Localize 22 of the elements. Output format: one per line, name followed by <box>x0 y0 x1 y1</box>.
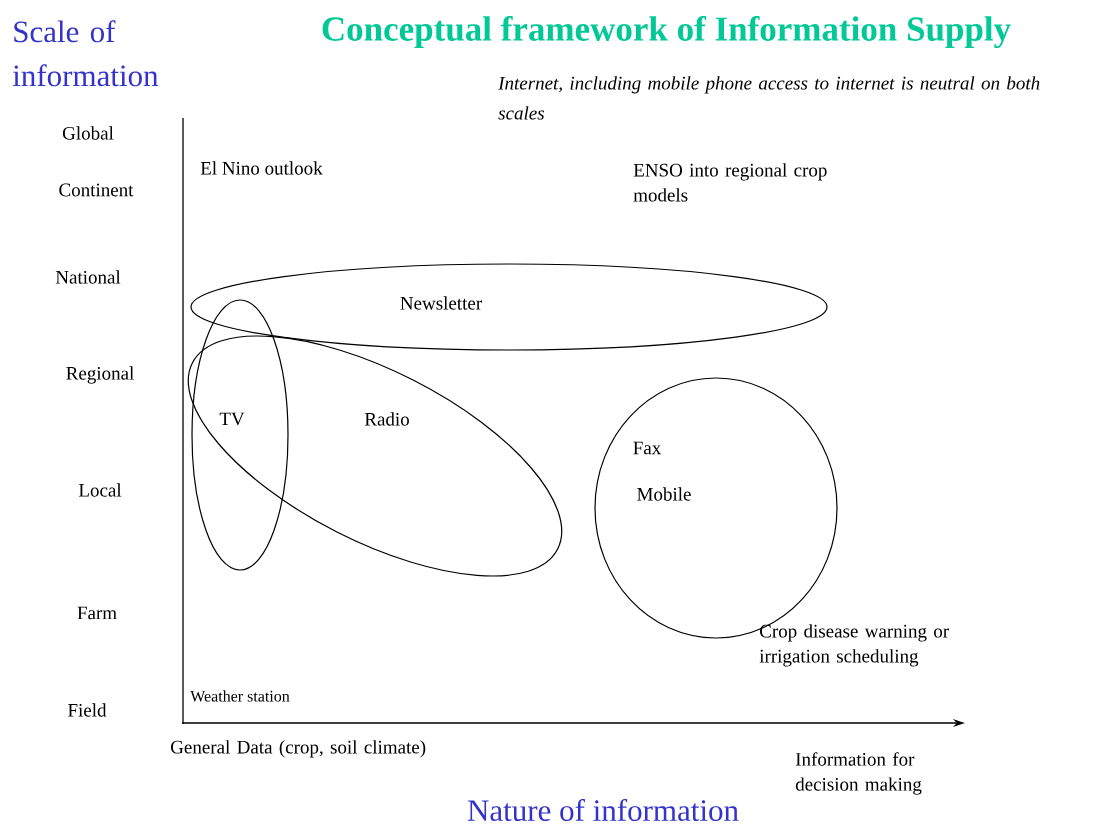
annotation-text: General Data (crop, soil climate) <box>171 740 426 758</box>
scale-level-label: Local <box>78 483 122 497</box>
annotation-text: Crop disease warning or irrigation scheduling <box>759 624 949 667</box>
scale-level-label: Continent <box>59 183 134 197</box>
annotation-text: ENSO into regional crop models <box>633 163 827 202</box>
scale-level-label: Farm <box>77 606 117 620</box>
ellipse-label: Fax <box>633 441 661 455</box>
scale-level-label: Regional <box>66 366 134 384</box>
annotation-text: Information for decision making <box>795 752 922 795</box>
axis-title: Scale of information <box>12 20 159 87</box>
ellipse-label: Radio <box>364 412 409 426</box>
title: Conceptual framework of Information Supply <box>322 15 1011 49</box>
ellipse-label: Newsletter <box>400 296 482 310</box>
scale-level-label: National <box>55 270 121 284</box>
ellipse-label: Mobile <box>637 487 691 501</box>
annotation-text: El Nino outlook <box>200 161 323 175</box>
scale-level-label: Global <box>62 126 114 140</box>
axis-title: Nature of information <box>467 798 739 822</box>
scale-level-label: Field <box>68 703 107 717</box>
ellipse-label: TV <box>219 412 245 426</box>
annotation-text: Weather station <box>190 690 290 702</box>
note-text: Internet, including mobile phone access to internet is neutral on both scales <box>498 76 1040 120</box>
